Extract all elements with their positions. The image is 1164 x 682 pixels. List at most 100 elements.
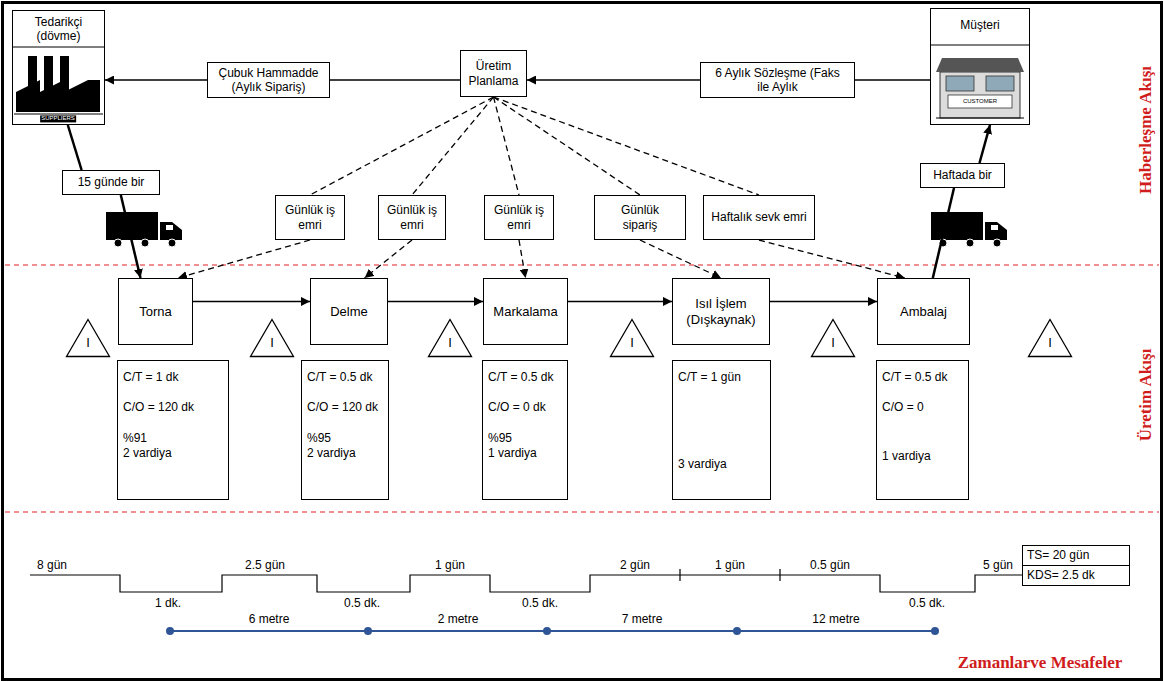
factory-icon [12,47,105,114]
box-text: Günlük iş emri [280,203,340,232]
inventory-triangle: I [249,318,295,358]
triangle-shape [67,320,110,357]
box-text: C/T = 1 gün [678,370,765,384]
data-box: C/T = 0.5 dkC/O = 01 vardiya [876,360,969,500]
info-line [494,97,760,195]
wait-time: 1 gün [715,558,745,572]
info-line [519,240,526,278]
inventory-triangle: I [1027,318,1073,358]
box-text: Günlük sipariş [609,203,671,232]
box-text: Haftalık sevk emri [711,210,806,224]
box-text: Haftada bir [933,168,992,182]
data-box: C/T = 0.5 dkC/O = 0 dk%951 vardiya [482,360,568,500]
timeline-ladder [30,575,1022,592]
info-line [412,97,494,195]
flow-arrow [855,79,930,80]
flow-arrow [121,195,141,278]
truck-window [991,225,998,230]
box-text: TS= 20 gün [1027,548,1125,562]
work-order-box: Günlük iş emri [275,195,345,240]
truck-wheel [993,239,1001,247]
planning-box: Üretim Planlama [460,50,527,97]
box-text: Günlük iş emri [383,203,441,232]
box-text: Delme [330,304,368,320]
box-text: C/O = 0 [882,400,963,414]
section-title: Zamanlarve Mesafeler [958,653,1123,673]
customer-box: Müşteri [930,8,1030,125]
flow-arrow [330,79,460,80]
store-window [986,76,1014,91]
page-frame [3,3,1162,680]
info-line [178,240,310,278]
distance-line [170,630,935,632]
box-text: Ambalaj [900,304,947,320]
flow-arrow [105,79,207,80]
box-text: C/O = 120 dk [307,400,383,414]
ground-line [936,117,1024,118]
box-text: I [86,335,90,351]
info-line [365,240,412,278]
wait-time: 0.5 gün [810,558,850,572]
process-box: Isıl İşlem (Dışkaynak) [672,278,770,345]
triangle-shape [611,320,654,357]
distance-label: 6 metre [249,612,290,626]
store-icon [930,45,1030,118]
box-text: Günlük iş emri [489,203,549,232]
box-text: 15 günde bir [78,175,145,189]
box-text: I [1048,335,1052,351]
truck-wheel [114,239,122,247]
section-title: Haberleşme Akışı [1136,66,1156,194]
data-box: C/T = 1 gün3 vardiya [672,360,771,500]
summary-box: KDS= 2.5 dk [1022,565,1130,586]
inventory-triangle: I [65,318,111,358]
box-text: I [270,335,274,351]
truck-cab [160,222,182,240]
frequency-box: 15 günde bir [62,170,160,195]
inventory-triangle: I [810,318,856,358]
order-info-box: 6 Aylık Sözleşme (Faks ile Aylık [700,62,855,98]
box-text: C/T = 0.5 dk [488,370,562,384]
box-text: C/T = 0.5 dk [307,370,383,384]
store-sign [948,95,1012,108]
box-text: %95 [307,431,383,445]
distance-dot [931,627,939,635]
icon-separator [12,47,105,48]
flow-arrow [980,125,991,163]
box-text: Üretim Planlama [465,59,522,88]
inventory-triangle: I [427,318,473,358]
flow-arrow [527,79,700,80]
ground-line [14,114,103,115]
info-line [494,97,641,195]
store-body [940,72,1020,118]
box-text: C/T = 1 dk [123,370,223,384]
info-line [640,240,721,278]
data-box: C/T = 1 dkC/O = 120 dk%912 vardiya [117,360,229,500]
flow-arrow [568,301,672,303]
box-text: Müşteri [960,18,999,32]
data-box: C/T = 0.5 dkC/O = 120 dk%952 vardiya [301,360,389,500]
truck-icon [106,212,182,247]
factory-body [16,80,100,112]
icon-caption: SUPPLIERS [40,115,76,122]
timeline-tick [779,569,780,581]
box-text: %95 [488,431,562,445]
process-box: Delme [310,278,388,345]
truck-window [166,225,173,230]
truck-trailer [931,212,983,240]
flow-arrow [388,301,483,303]
order-info-box: Çubuk Hammadde (Aylık Sipariş) [207,62,330,98]
work-order-box: Günlük sipariş [594,195,686,240]
wait-time: 8 gün [37,558,67,572]
work-order-box: Günlük iş emri [378,195,446,240]
box-text: Tedarikçi (dövme) [16,15,101,44]
work-order-box: Haftalık sevk emri [703,195,815,240]
triangle-shape [429,320,472,357]
box-text: C/O = 120 dk [123,400,223,414]
supplier-box: Tedarikçi (dövme) [12,10,105,125]
distance-dot [364,627,372,635]
truck-wheel [168,239,176,247]
box-text: Isıl İşlem (Dışkaynak) [677,296,765,327]
box-text: I [448,335,452,351]
